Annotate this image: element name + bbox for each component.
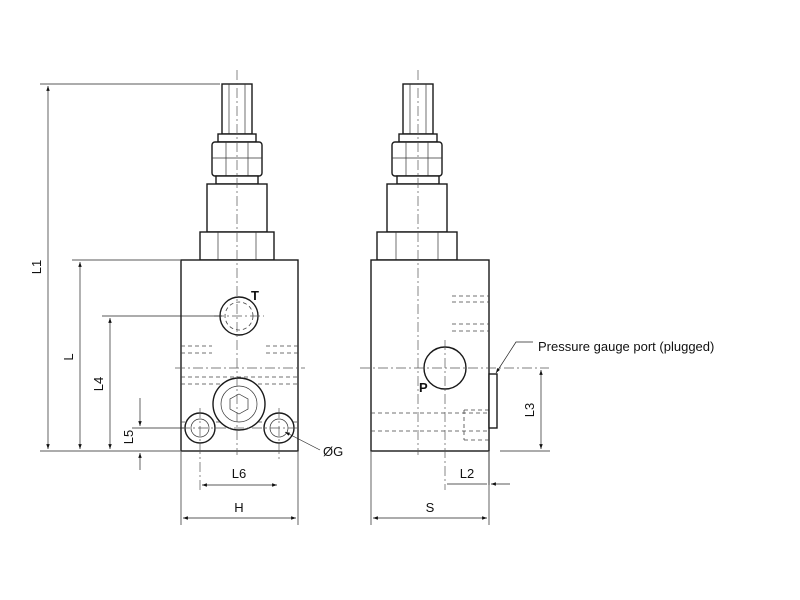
side-dimension-labels: S L2 L3 P Pressure gauge port (plugged) — [419, 339, 714, 515]
side-internal-passages — [371, 295, 489, 441]
label-h: H — [234, 500, 243, 515]
label-l3: L3 — [522, 403, 537, 417]
label-l6: L6 — [232, 466, 246, 481]
front-plug — [212, 377, 266, 431]
front-view — [175, 70, 305, 490]
label-port-p: P — [419, 380, 428, 395]
side-centerlines — [360, 70, 549, 490]
label-pressure-gauge-port: Pressure gauge port (plugged) — [538, 339, 714, 354]
side-cartridge — [386, 175, 448, 233]
side-hex — [376, 231, 458, 261]
side-lock-nut — [391, 141, 443, 177]
label-l5: L5 — [121, 430, 136, 444]
side-view — [360, 70, 549, 490]
label-l1: L1 — [29, 260, 44, 274]
front-dimension-labels: L1 L L4 L5 L6 H ØG T — [29, 260, 343, 515]
front-dimensions — [40, 83, 321, 525]
side-dimensions — [370, 341, 550, 525]
label-og: ØG — [323, 444, 343, 459]
front-centerlines — [175, 70, 305, 490]
label-l: L — [61, 353, 76, 360]
label-l2: L2 — [460, 466, 474, 481]
front-lock-nut — [211, 141, 263, 177]
label-s: S — [426, 500, 435, 515]
label-port-t: T — [251, 288, 259, 303]
gauge-port-plug — [488, 373, 498, 429]
label-l4: L4 — [91, 377, 106, 391]
